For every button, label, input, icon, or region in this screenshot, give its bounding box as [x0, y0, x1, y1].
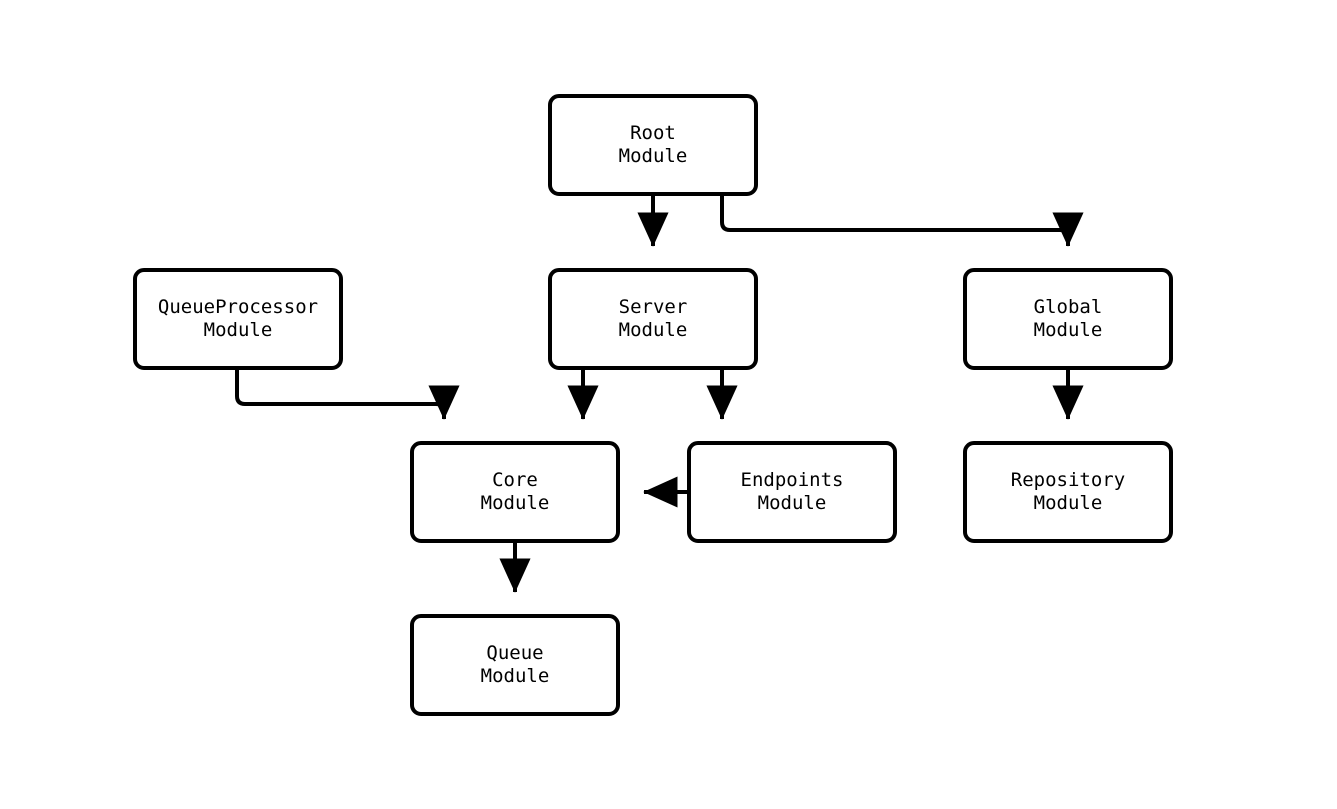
node-repository-module-label-line2: Module — [1033, 492, 1103, 514]
node-endpoints-module[interactable]: Endpoints Module — [687, 441, 897, 543]
node-root-module-label-line2: Module — [618, 145, 688, 167]
node-queue-module-label-line2: Module — [480, 665, 550, 687]
node-queueprocessor-module-label-line2: Module — [203, 319, 273, 341]
node-server-module[interactable]: Server Module — [548, 268, 758, 370]
node-server-module-label-line2: Module — [618, 319, 688, 341]
node-endpoints-module-label-line2: Module — [757, 492, 827, 514]
node-endpoints-module-label-line1: Endpoints — [740, 469, 844, 491]
node-core-module-label-line1: Core — [492, 469, 538, 491]
node-root-module[interactable]: Root Module — [548, 94, 758, 196]
edge-queueprocessor-to-core — [235, 370, 460, 420]
node-core-module-label-line2: Module — [480, 492, 550, 514]
node-global-module[interactable]: Global Module — [963, 268, 1173, 370]
node-repository-module-label-line1: Repository — [1010, 469, 1126, 491]
node-queueprocessor-module-label-line1: QueueProcessor — [157, 296, 319, 318]
node-queue-module[interactable]: Queue Module — [410, 614, 620, 716]
node-server-module-label-line1: Server — [618, 296, 688, 318]
edge-root-to-global — [720, 196, 1084, 247]
node-repository-module[interactable]: Repository Module — [963, 441, 1173, 543]
node-global-module-label-line2: Module — [1033, 319, 1103, 341]
node-queueprocessor-module[interactable]: QueueProcessor Module — [133, 268, 343, 370]
node-global-module-label-line1: Global — [1033, 296, 1103, 318]
node-queue-module-label-line1: Queue — [486, 642, 544, 664]
node-core-module[interactable]: Core Module — [410, 441, 620, 543]
node-root-module-label-line1: Root — [630, 122, 676, 144]
